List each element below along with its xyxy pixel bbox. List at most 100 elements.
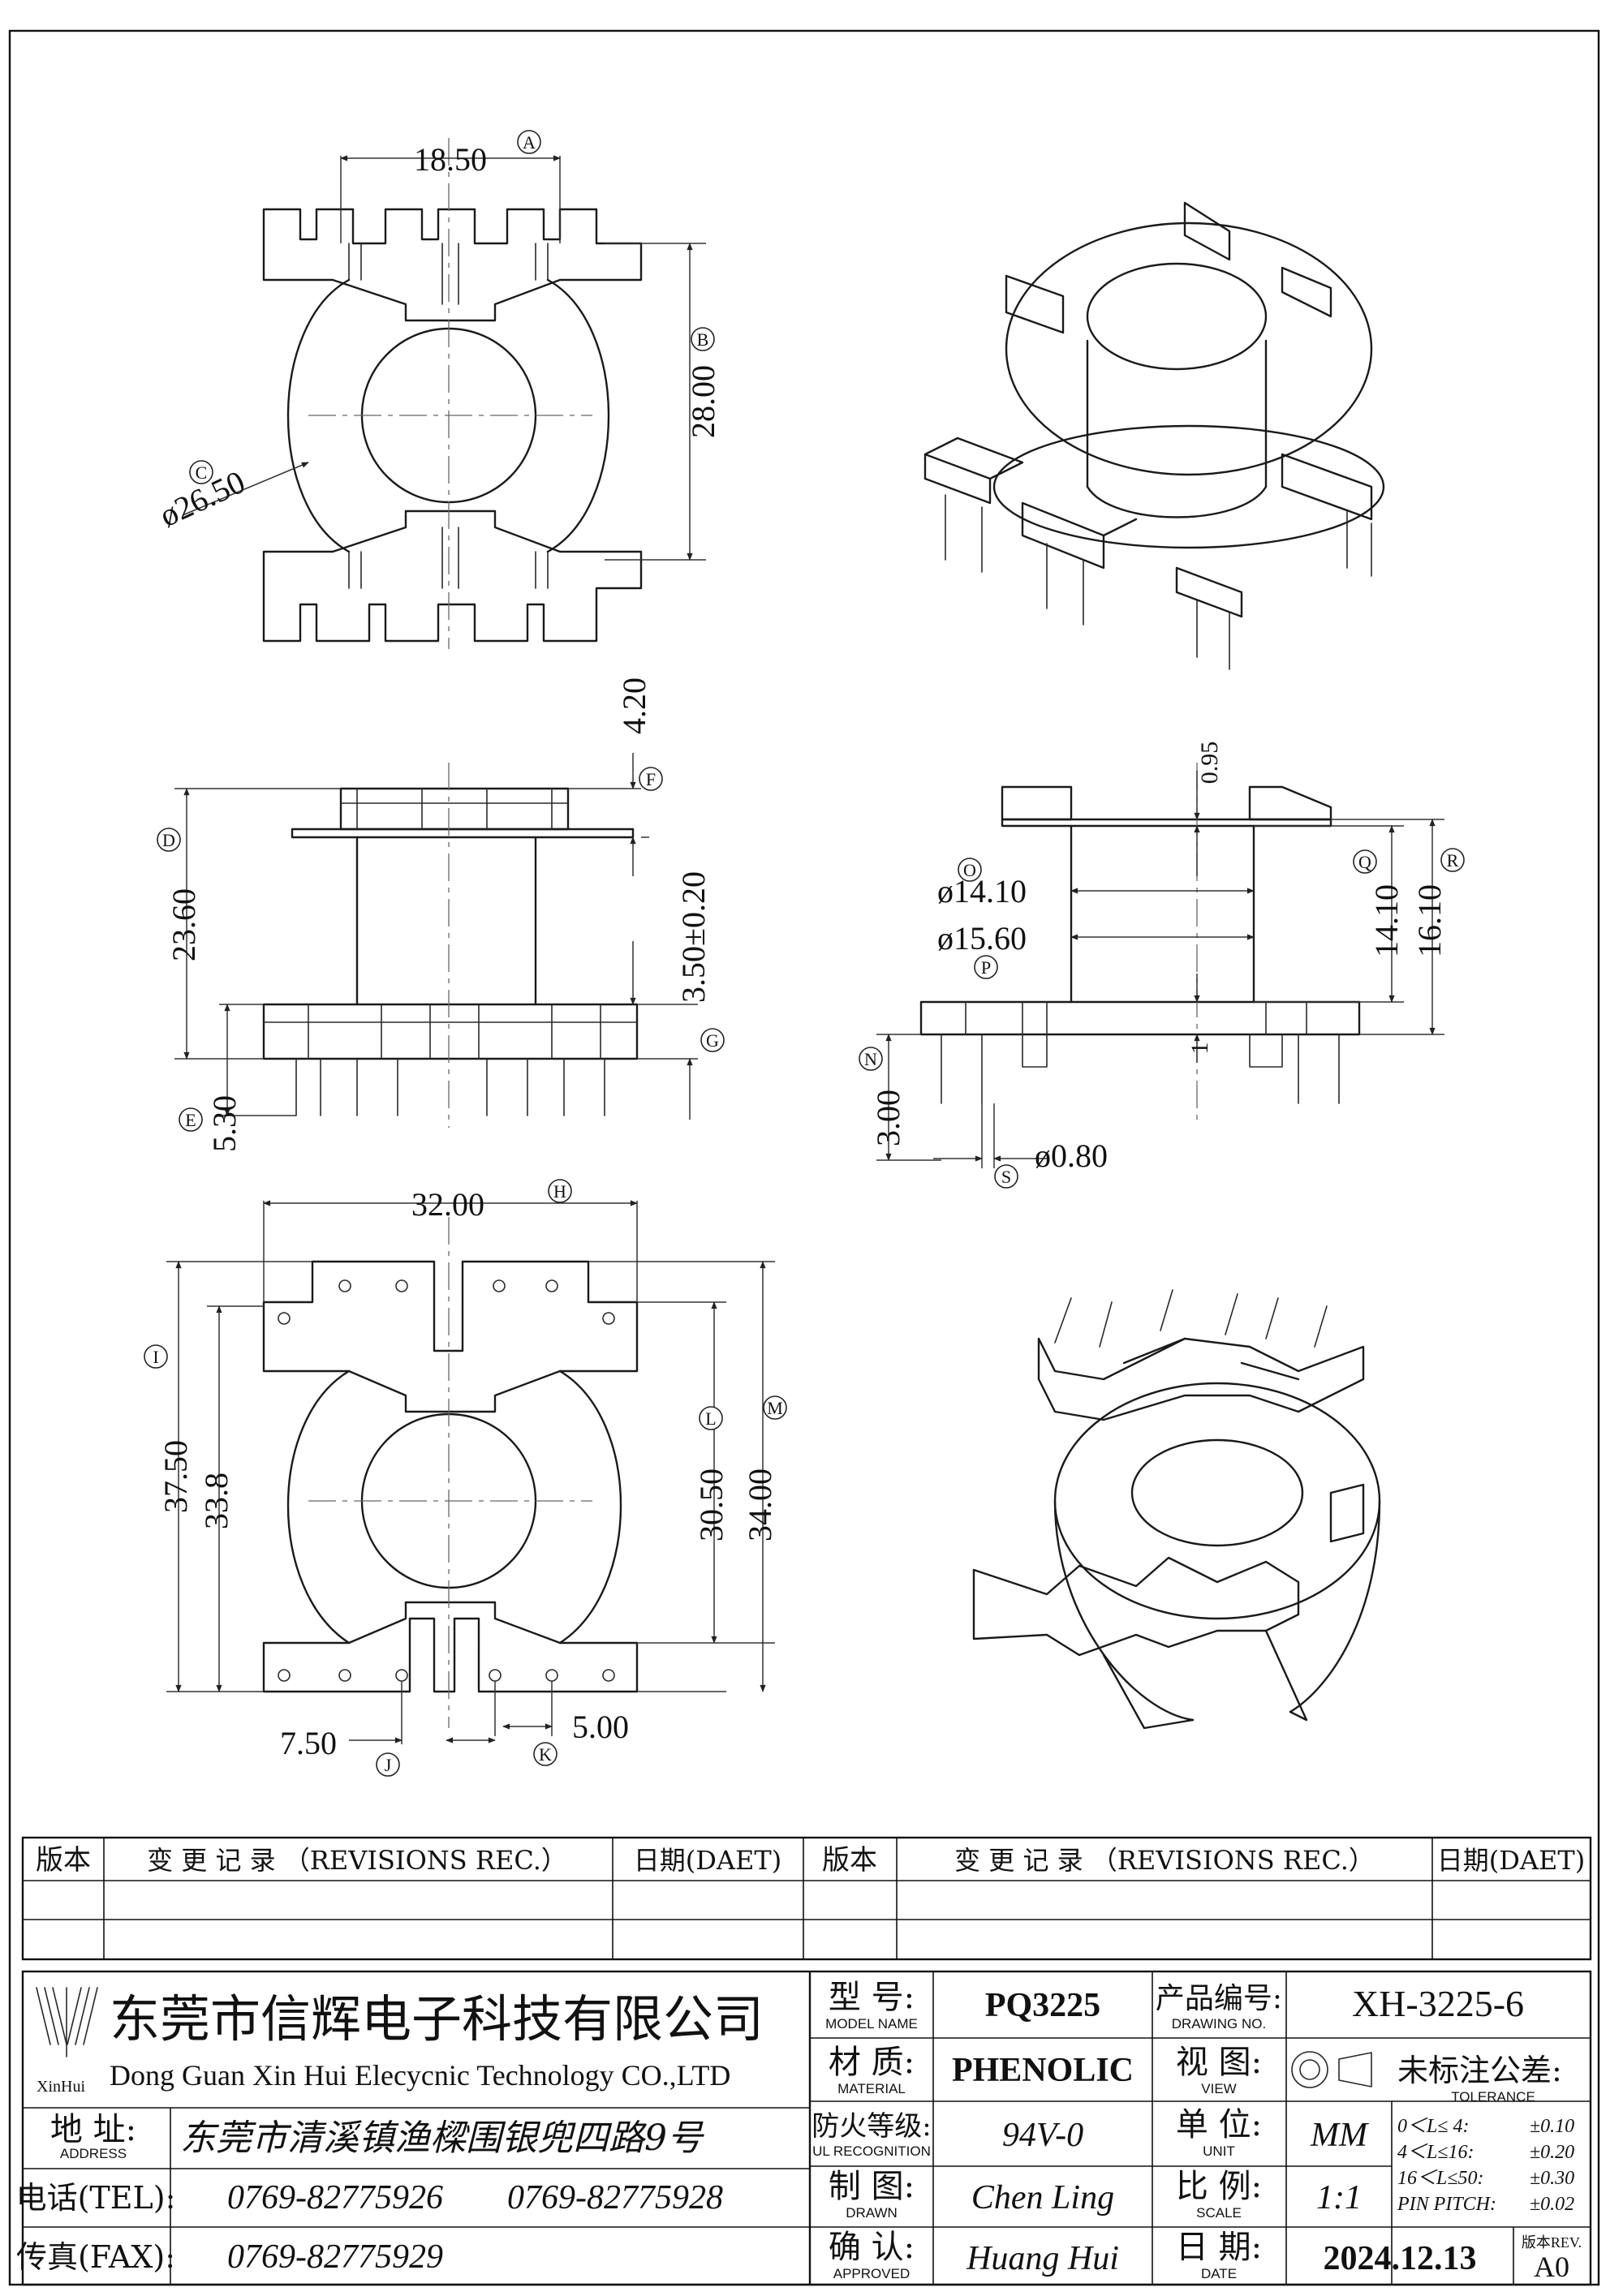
dim-g-value: 3.50±0.20 bbox=[675, 871, 712, 1003]
dim-q-value: 14.10 bbox=[1368, 884, 1405, 957]
model-value: PQ3225 bbox=[985, 1987, 1100, 2024]
drawn-value: Chen Ling bbox=[971, 2179, 1114, 2216]
drawn-label-en: DRAWN bbox=[846, 2205, 898, 2221]
material-label: 材 质: bbox=[829, 2044, 915, 2081]
model-label: 型 号: bbox=[829, 1979, 915, 2016]
material-label-en: MATERIAL bbox=[837, 2081, 906, 2096]
view-label: 视 图: bbox=[1176, 2044, 1262, 2081]
dim-pin-top-value: 0.95 bbox=[1196, 742, 1223, 785]
dim-k-value: 5.00 bbox=[572, 1709, 629, 1745]
iso-view-bottom bbox=[972, 1289, 1381, 1730]
ref-e: E bbox=[185, 1110, 196, 1130]
dim-j-value: 7.50 bbox=[280, 1725, 337, 1761]
drawing-no-value: XH-3225-6 bbox=[1352, 1983, 1524, 2024]
dim-a-value: 18.50 bbox=[414, 141, 487, 178]
approved-label-en: APPROVED bbox=[833, 2266, 910, 2281]
company-logo bbox=[36, 1987, 98, 2057]
dim-r-value: 16.10 bbox=[1411, 884, 1448, 957]
ref-q: Q bbox=[1358, 852, 1371, 872]
tolerance-range: 4＜L≤16: bbox=[1397, 2142, 1474, 2163]
fax-label: 传真(FAX): bbox=[16, 2239, 175, 2275]
dim-l-value: 30.50 bbox=[693, 1468, 730, 1541]
dim-h-value: 32.00 bbox=[411, 1186, 484, 1223]
drawn-label: 制 图: bbox=[829, 2168, 915, 2205]
ref-h: H bbox=[553, 1181, 566, 1202]
dim-n-value: 3.00 bbox=[870, 1090, 906, 1146]
view-label-en: VIEW bbox=[1201, 2081, 1236, 2096]
front-view bbox=[174, 753, 698, 1128]
tolerance-range: 16＜L≤50: bbox=[1397, 2168, 1484, 2189]
rev-right-rec: 变 更 记 录 （REVISIONS REC.） bbox=[954, 1845, 1375, 1876]
rev-left-rec: 变 更 记 录 （REVISIONS REC.） bbox=[147, 1845, 567, 1876]
ref-d: D bbox=[162, 830, 175, 850]
tolerance-value: ±0.10 bbox=[1530, 2116, 1574, 2137]
ref-i: I bbox=[153, 1347, 158, 1367]
tel-label: 电话(TEL): bbox=[16, 2180, 176, 2216]
dim-i-value: 37.50 bbox=[157, 1440, 194, 1513]
tolerance-title: 未标注公差: bbox=[1397, 2053, 1562, 2088]
approved-label: 确 认: bbox=[829, 2229, 915, 2266]
drawing-no-label-en: DRAWING NO. bbox=[1172, 2016, 1266, 2032]
dim-pin-base-value: 1 bbox=[1186, 1043, 1213, 1055]
top-view bbox=[182, 138, 706, 649]
ul-label: 防火等级: bbox=[812, 2110, 931, 2143]
material-value: PHENOLIC bbox=[952, 2052, 1134, 2089]
ref-j: J bbox=[385, 1755, 392, 1775]
side-view bbox=[876, 763, 1444, 1168]
date-label: 日 期: bbox=[1176, 2229, 1262, 2266]
ref-m: M bbox=[767, 1398, 783, 1418]
tolerance-range: 0＜L≤ 4: bbox=[1397, 2116, 1470, 2137]
address-value: 东莞市清溪镇渔樑围银兜四路9号 bbox=[180, 2118, 704, 2159]
ref-n: N bbox=[864, 1049, 877, 1069]
fax-value: 0769-82775929 bbox=[227, 2238, 443, 2276]
ul-label-en: UL RECOGNITION bbox=[812, 2143, 931, 2159]
tolerance-range: PIN PITCH: bbox=[1397, 2194, 1496, 2215]
model-label-en: MODEL NAME bbox=[825, 2016, 918, 2032]
unit-label-en: UNIT bbox=[1203, 2143, 1235, 2159]
dim-o-value: ø14.10 bbox=[937, 873, 1027, 909]
tolerance-value: ±0.02 bbox=[1530, 2194, 1574, 2215]
ref-g: G bbox=[706, 1030, 719, 1051]
ref-o: O bbox=[963, 860, 976, 880]
tolerance-value: ±0.30 bbox=[1530, 2168, 1574, 2189]
company-name-cn: 东莞市信辉电子科技有限公司 bbox=[110, 1989, 764, 2049]
scale-label: 比 例: bbox=[1176, 2168, 1262, 2205]
revisions-table bbox=[21, 1836, 1592, 1961]
scale-value: 1:1 bbox=[1316, 2179, 1362, 2216]
unit-value: MM bbox=[1310, 2117, 1369, 2154]
rev-right-date: 日期(DAET) bbox=[1437, 1845, 1585, 1876]
rev-label: 版本REV. bbox=[1522, 2234, 1582, 2251]
ref-f: F bbox=[646, 769, 656, 789]
ref-s: S bbox=[1001, 1167, 1011, 1187]
dim-e-value: 5.30 bbox=[206, 1095, 243, 1152]
tolerance-title-en: TOLERANCE bbox=[1451, 2089, 1535, 2105]
company-name-en: Dong Guan Xin Hui Elecycnic Technology C… bbox=[110, 2059, 730, 2092]
dim-s-value: ø0.80 bbox=[1035, 1137, 1108, 1174]
unit-label: 单 位: bbox=[1176, 2106, 1262, 2143]
ref-b: B bbox=[697, 329, 709, 350]
dim-p-value: ø15.60 bbox=[937, 920, 1027, 957]
dim-i2-value: 33.8 bbox=[198, 1473, 235, 1529]
date-value: 2024.12.13 bbox=[1324, 2240, 1477, 2277]
address-label: 地 址: bbox=[50, 2111, 136, 2148]
tolerance-value: ±0.20 bbox=[1530, 2142, 1574, 2163]
ref-l: L bbox=[705, 1408, 716, 1429]
ref-k: K bbox=[539, 1744, 552, 1765]
logo-text: XinHui bbox=[37, 2078, 85, 2096]
dim-m-value: 34.00 bbox=[742, 1468, 778, 1541]
rev-right-ver: 版本 bbox=[822, 1844, 877, 1877]
ref-c: C bbox=[196, 462, 208, 483]
tel-value-1: 0769-82775926 bbox=[227, 2179, 443, 2216]
ul-value: 94V-0 bbox=[1002, 2117, 1083, 2154]
rev-left-date: 日期(DAET) bbox=[634, 1845, 781, 1876]
dim-b-value: 28.00 bbox=[685, 365, 721, 438]
tel-value-2: 0769-82775928 bbox=[507, 2179, 723, 2216]
bottom-view bbox=[166, 1200, 775, 1744]
rev-value: A0 bbox=[1534, 2251, 1569, 2283]
dim-f-value: 4.20 bbox=[616, 677, 652, 734]
drawing-no-label: 产品编号: bbox=[1156, 1982, 1282, 2015]
ref-a: A bbox=[523, 132, 536, 153]
ref-p: P bbox=[981, 957, 991, 978]
date-label-en: DATE bbox=[1201, 2266, 1237, 2281]
